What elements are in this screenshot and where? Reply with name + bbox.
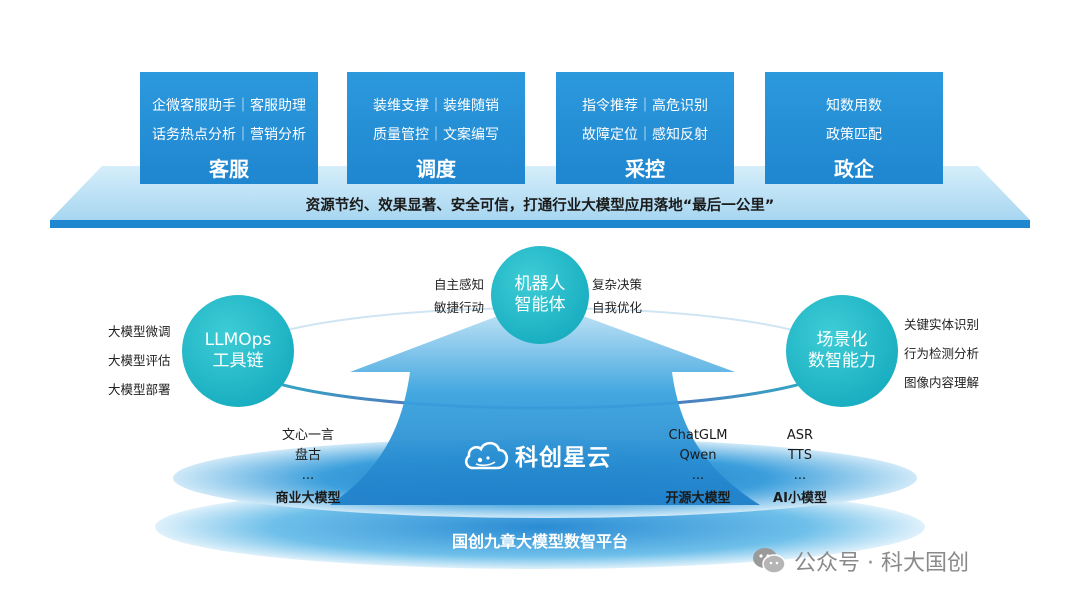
watermark-text: 公众号 · 科大国创 (794, 551, 969, 576)
model-item: 盘古 (294, 448, 321, 463)
llmops-node: LLMOps 工具链 (182, 295, 294, 407)
llmops-item: 大模型微调 (108, 324, 171, 339)
scene-item: 图像内容理解 (904, 375, 980, 390)
scene-item: 行为检测分析 (904, 346, 980, 361)
card-line: 质量管控｜文案编写 (373, 127, 499, 143)
node-label: 机器人 (514, 274, 566, 294)
card-control: 指令推荐｜高危识别 故障定位｜感知反射 采控 (556, 72, 734, 184)
brand-name: 科创星云 (515, 445, 611, 471)
card-line: 指令推荐｜高危识别 (582, 98, 708, 114)
model-item: ... (301, 468, 315, 483)
top-platform-edge (50, 220, 1030, 228)
robot-left-item: 敏捷行动 (434, 300, 485, 315)
open-source-models-list: ChatGLM Qwen ... (658, 426, 738, 486)
watermark: 公众号 · 科大国创 (752, 545, 969, 577)
model-item: TTS (788, 448, 812, 463)
base-platform-title: 国创九章大模型数智平台 (451, 532, 628, 551)
model-item: ... (793, 468, 807, 483)
robot-right-item: 自我优化 (592, 300, 643, 315)
model-item: 文心一言 (281, 428, 334, 443)
platform-slogan: 资源节约、效果显著、安全可信，打通行业大模型应用落地“最后一公里” (305, 198, 775, 214)
upward-arrow (330, 300, 760, 505)
card-government: 知数用数 政策匹配 政企 (765, 72, 943, 184)
llmops-item: 大模型部署 (108, 382, 171, 397)
card-line: 话务热点分析｜营销分析 (152, 127, 306, 143)
card-line: 装维支撑｜装维随销 (373, 98, 499, 114)
card-line: 企微客服助手｜客服助理 (152, 98, 306, 114)
wechat-icon (753, 548, 786, 574)
model-item: ... (691, 468, 705, 483)
card-dispatch: 装维支撑｜装维随销 质量管控｜文案编写 调度 (347, 72, 525, 184)
open-source-models-title: 开源大模型 (665, 491, 731, 506)
commercial-models-list: 文心一言 盘古 ... (268, 426, 348, 486)
card-line: 故障定位｜感知反射 (582, 127, 708, 143)
card-title: 采控 (625, 157, 665, 181)
small-models-title: AI小模型 (773, 491, 827, 506)
robot-left-item: 自主感知 (434, 277, 485, 292)
node-label: 工具链 (212, 351, 264, 371)
node-label: 数智能力 (808, 351, 876, 371)
commercial-models-title: 商业大模型 (275, 491, 341, 506)
card-customer-service: 企微客服助手｜客服助理 话务热点分析｜营销分析 客服 (140, 72, 318, 184)
scene-capability-node: 场景化 数智能力 (786, 295, 898, 407)
card-title: 调度 (416, 157, 456, 181)
llmops-item: 大模型评估 (108, 353, 171, 368)
card-title: 客服 (209, 157, 249, 181)
card-line: 知数用数 (826, 98, 882, 114)
robot-agent-node: 机器人 智能体 (491, 246, 589, 344)
node-label: LLMOps (204, 330, 272, 350)
brand-logo: 科创星云 (463, 438, 611, 472)
model-item: ASR (786, 428, 814, 443)
model-item: ChatGLM (668, 428, 728, 443)
scene-item: 关键实体识别 (904, 317, 980, 332)
model-item: Qwen (679, 448, 717, 463)
card-line: 政策匹配 (826, 127, 882, 143)
small-models-list: ASR TTS ... (760, 426, 840, 486)
cloud-icon (464, 441, 509, 470)
node-label: 场景化 (816, 330, 868, 350)
card-title: 政企 (834, 157, 874, 181)
robot-right-item: 复杂决策 (592, 277, 643, 292)
node-label: 智能体 (514, 295, 566, 315)
